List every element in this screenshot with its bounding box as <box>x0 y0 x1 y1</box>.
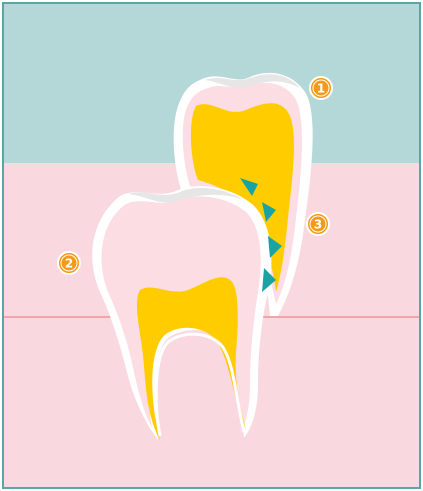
callout-1-label: 1 <box>317 82 325 96</box>
callout-2-badge: 2 <box>58 252 80 274</box>
callout-1-badge: 1 <box>310 77 332 99</box>
callout-2-label: 2 <box>65 257 73 271</box>
callout-3-badge: 3 <box>307 213 329 235</box>
callout-3-label: 3 <box>314 218 322 232</box>
